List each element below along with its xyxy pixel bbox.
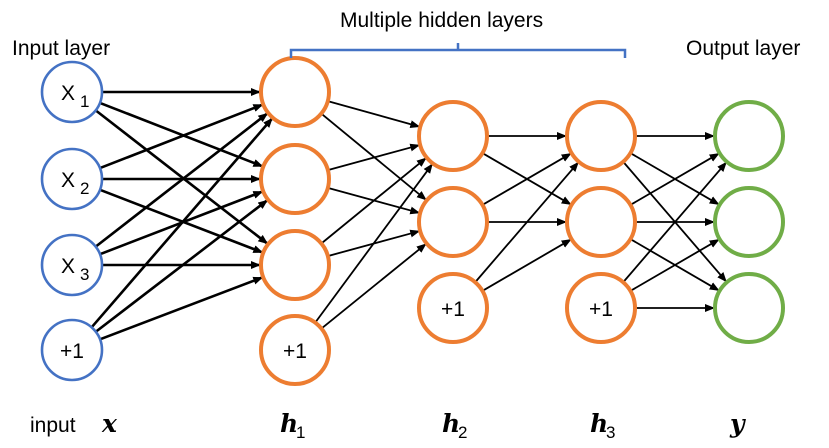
caption-math: x (101, 409, 118, 438)
h2-node-1 (417, 100, 489, 172)
neuron-circle (565, 100, 637, 172)
neuron-circle (40, 233, 104, 297)
bias-node-circle (259, 314, 331, 386)
edge-h1-0-to-h2-0 (327, 100, 421, 129)
caption-math: h (280, 409, 298, 438)
node-label-subscript: 1 (80, 92, 89, 111)
node-label: X (61, 255, 75, 278)
node-label-subscript: 2 (80, 179, 89, 198)
edge-h1-2-to-h2-0 (320, 157, 427, 245)
h1-node-3 (259, 229, 331, 301)
node-label: +1 (441, 298, 465, 321)
neuron-circle (259, 56, 331, 128)
neuron-circle (40, 147, 104, 211)
neuron-circle (713, 186, 785, 258)
caption-math: h (442, 409, 460, 438)
h1-caption: h1 (280, 409, 305, 442)
output-layer-label: Output layer (686, 37, 800, 60)
output-node-2 (713, 186, 785, 258)
edge-h1-1-to-h2-0 (327, 143, 421, 171)
output-caption: y (729, 409, 746, 438)
caption-subscript: 3 (606, 423, 615, 442)
neuron-circle (565, 186, 637, 258)
node-label-subscript: 3 (80, 265, 89, 284)
neuron-circle (713, 100, 785, 172)
caption-subscript: 2 (458, 423, 467, 442)
input-layer-label: Input layer (12, 37, 110, 60)
h3-caption: h3 (590, 409, 615, 442)
node-label: +1 (283, 340, 307, 363)
bias-node-circle (417, 272, 489, 344)
caption-subscript: 1 (296, 423, 305, 442)
caption-math: h (590, 409, 608, 438)
neuron-circle (713, 272, 785, 344)
edge-h3-2-to-output-1 (629, 238, 720, 292)
bias-node-circle (40, 318, 104, 382)
edge-h3-1-to-output-0 (629, 152, 720, 206)
node-label: X (61, 169, 75, 192)
caption-math: y (729, 409, 746, 438)
h2-caption: h2 (442, 409, 467, 442)
output-node-3 (713, 272, 785, 344)
neuron-circle (40, 60, 104, 124)
h1-node-1 (259, 56, 331, 128)
neuron-circle (259, 143, 331, 215)
caption-text: input (30, 414, 76, 437)
input-caption: input x (30, 409, 118, 438)
hidden-layers-bracket (289, 43, 627, 58)
edge-h1-3-to-h2-1 (320, 243, 427, 330)
h2-node-2 (417, 186, 489, 258)
h1-node-2 (259, 143, 331, 215)
input-node-4: +1 (40, 318, 104, 382)
connections (90, 88, 727, 341)
edge-input-3-to-h1-1 (95, 199, 269, 333)
hidden-layers-label: Multiple hidden layers (340, 9, 543, 32)
output-node-1 (713, 100, 785, 172)
edge-input-3-to-h1-0 (90, 117, 274, 329)
edge-input-1-to-h1-2 (99, 188, 264, 254)
h2-node-3: +1 (417, 272, 489, 344)
neuron-circle (417, 186, 489, 258)
edge-h3-2-to-output-0 (622, 161, 727, 283)
edge-input-3-to-h1-2 (99, 276, 264, 341)
edge-input-1-to-h1-0 (99, 103, 264, 170)
h3-node-3: +1 (565, 272, 637, 344)
node-label: +1 (589, 298, 613, 321)
edge-h2-2-to-h3-1 (481, 238, 572, 292)
h3-node-2 (565, 186, 637, 258)
h1-node-4: +1 (259, 314, 331, 386)
edge-input-2-to-h1-0 (94, 112, 269, 248)
neuron-circle (259, 229, 331, 301)
node-label: X (61, 82, 75, 105)
h3-node-1 (565, 100, 637, 172)
edge-h1-3-to-h2-0 (314, 163, 433, 324)
edge-h2-2-to-h3-0 (474, 161, 579, 283)
edge-h2-1-to-h3-0 (481, 152, 572, 206)
node-label: +1 (60, 340, 84, 363)
edge-input-0-to-h1-1 (99, 101, 264, 168)
neuron-circle (417, 100, 489, 172)
bias-node-circle (565, 272, 637, 344)
